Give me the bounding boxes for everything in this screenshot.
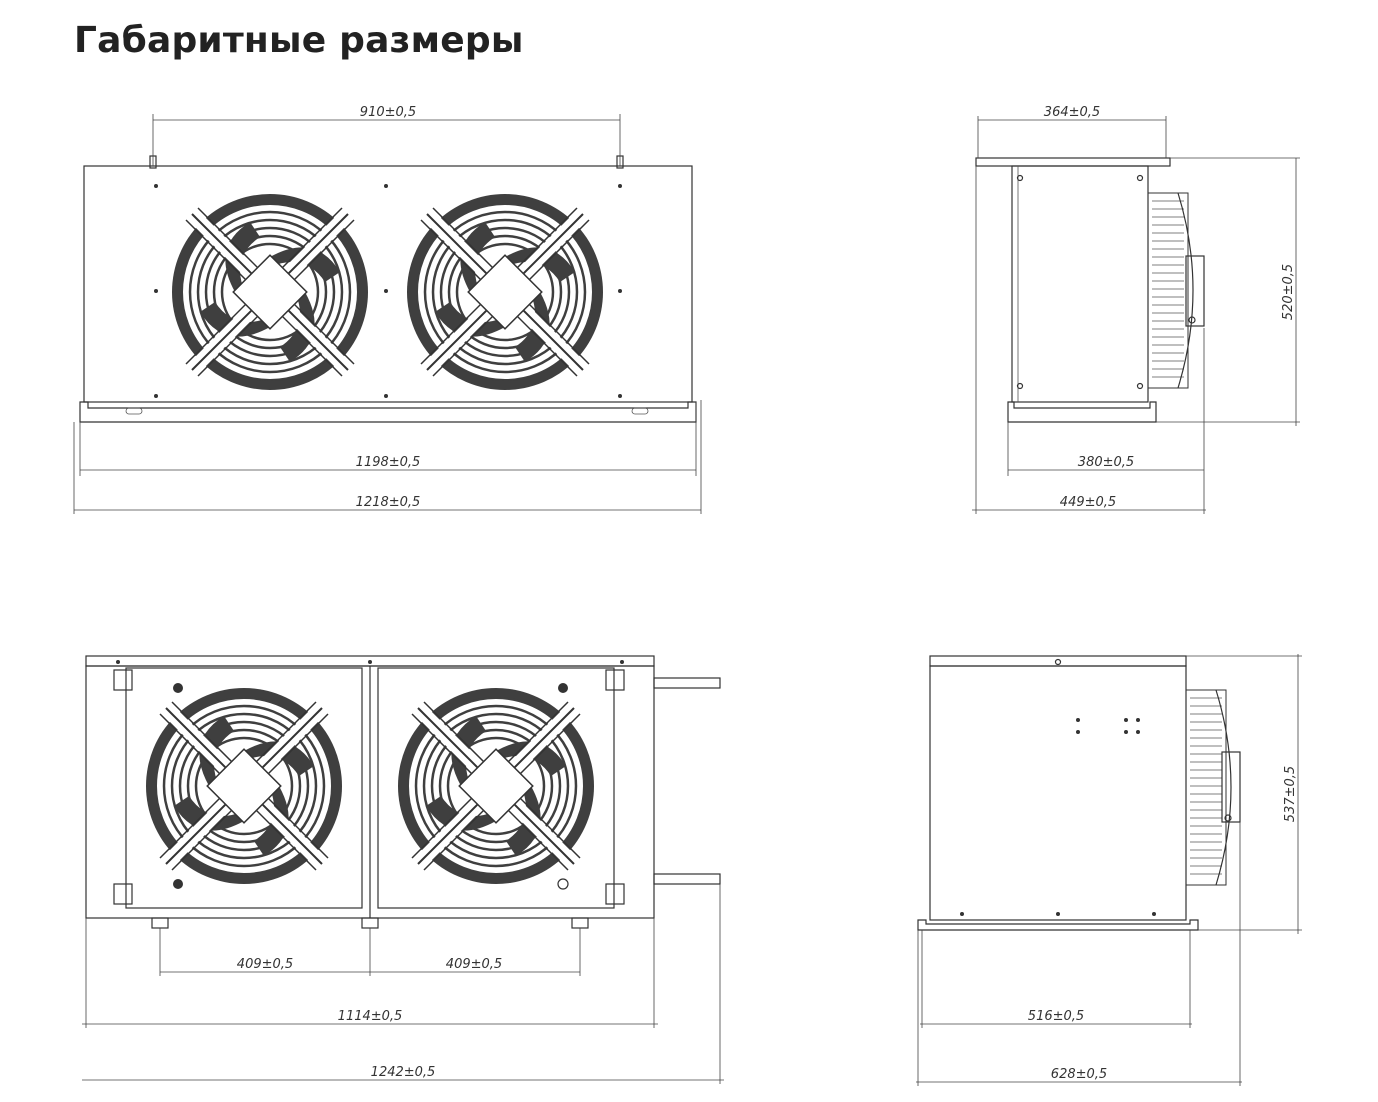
fan-icon	[146, 688, 342, 884]
svg-text:628±0,5: 628±0,5	[1051, 1067, 1107, 1082]
fan-grille-icon	[1185, 689, 1232, 886]
svg-text:1198±0,5: 1198±0,5	[356, 455, 421, 470]
dimension-top-width: 364±0,5	[977, 105, 1167, 158]
svg-text:409±0,5: 409±0,5	[237, 957, 293, 972]
dimension-total-width: 1242±0,5	[82, 884, 724, 1084]
front-top-view: 910±0,5 1198±0,5 1218±0,5	[73, 105, 702, 514]
dimension-outer-width: 1218±0,5	[73, 400, 702, 514]
dimension-base-width: 380±0,5	[1007, 328, 1205, 476]
side-top-view: 364±0,5 520±0,5 380±0,5 449±0,5	[972, 105, 1300, 514]
dimension-left-spacing: 409±0,5	[159, 928, 371, 976]
svg-text:380±0,5: 380±0,5	[1078, 455, 1134, 470]
dimension-inner-width: 1198±0,5	[79, 402, 697, 476]
svg-text:910±0,5: 910±0,5	[360, 105, 416, 120]
side-bottom-view: 537±0,5 516±0,5 628±0,5	[916, 654, 1302, 1086]
dimension-top-mount: 910±0,5	[152, 105, 621, 166]
dimension-base-width: 516±0,5	[920, 930, 1192, 1028]
svg-text:520±0,5: 520±0,5	[1281, 264, 1296, 320]
svg-text:537±0,5: 537±0,5	[1283, 766, 1298, 822]
fan-icon	[398, 688, 594, 884]
dimension-body-width: 1114±0,5	[82, 918, 658, 1028]
fan-icon	[407, 194, 603, 390]
svg-text:449±0,5: 449±0,5	[1060, 495, 1116, 510]
front-bottom-view: 409±0,5 409±0,5 1114±0,5 1242±0,5	[82, 655, 724, 1084]
svg-text:1114±0,5: 1114±0,5	[338, 1009, 403, 1024]
svg-text:364±0,5: 364±0,5	[1044, 105, 1100, 120]
svg-text:1218±0,5: 1218±0,5	[356, 495, 421, 510]
svg-text:516±0,5: 516±0,5	[1028, 1009, 1084, 1024]
svg-text:1242±0,5: 1242±0,5	[371, 1065, 436, 1080]
dimension-side-height: 520±0,5	[1156, 157, 1300, 426]
fan-icon	[172, 194, 368, 390]
svg-text:409±0,5: 409±0,5	[446, 957, 502, 972]
dimension-right-spacing: 409±0,5	[370, 928, 581, 976]
dimension-total-depth: 449±0,5	[972, 166, 1206, 514]
page-title: Габаритные размеры	[74, 20, 524, 61]
dimension-side-height: 537±0,5	[1186, 654, 1302, 934]
dimension-total-depth: 628±0,5	[916, 822, 1242, 1086]
